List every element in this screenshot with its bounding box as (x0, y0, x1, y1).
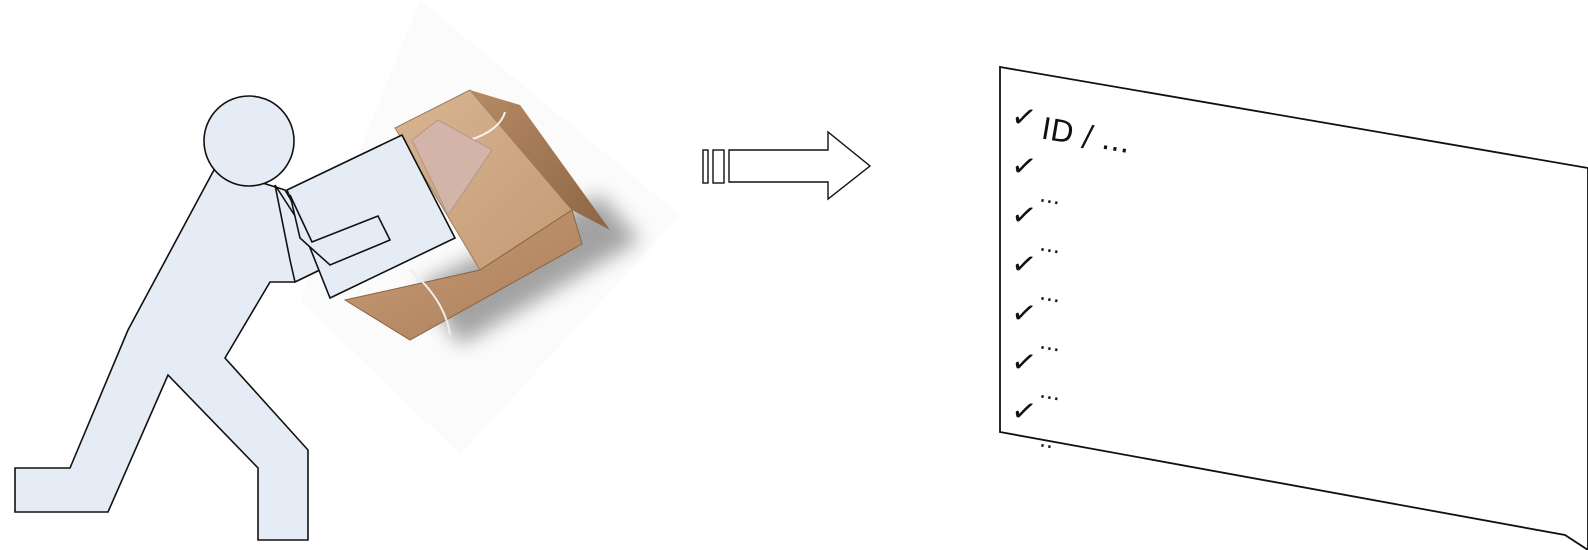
checklist-item-text: .. (1038, 427, 1056, 454)
checklist-item-text: ... (1038, 378, 1063, 406)
checklist-item-text: ... (1038, 231, 1063, 259)
checklist-item-text: ... (1038, 182, 1063, 210)
checklist-item-text: ... (1038, 280, 1063, 308)
checklist-item-text: ... (1038, 329, 1063, 357)
person-head (204, 96, 294, 186)
right-arrow-icon (703, 132, 870, 199)
